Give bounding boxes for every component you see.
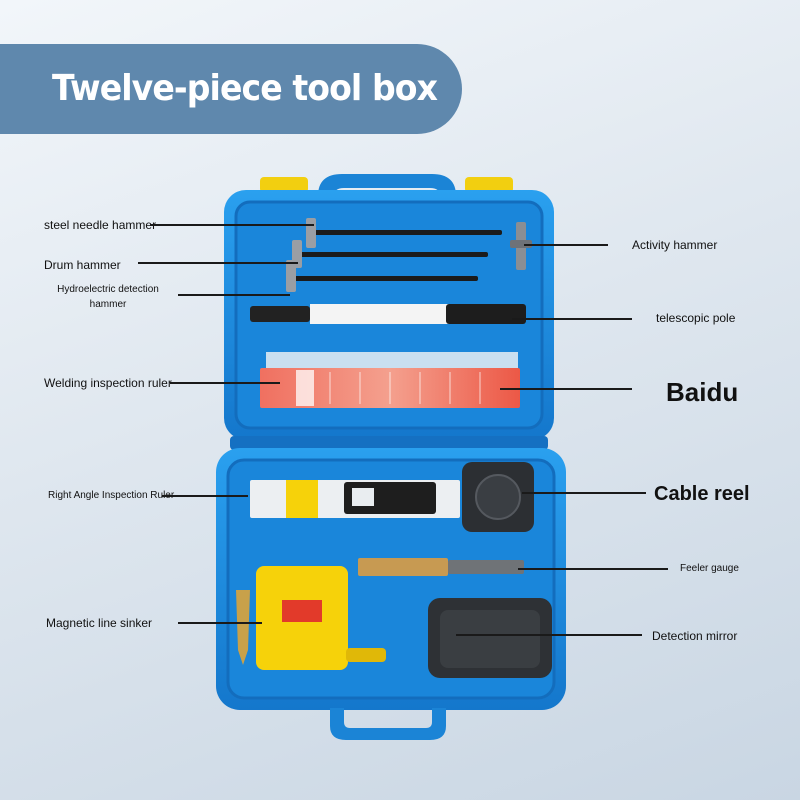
label-steel-needle-hammer: steel needle hammer bbox=[44, 218, 157, 232]
leader-line bbox=[518, 568, 668, 570]
label-welding-inspection-ruler: Welding inspection ruler bbox=[44, 376, 172, 390]
label-hydroelectric-hammer: Hydroelectric detection hammer bbox=[54, 282, 162, 312]
leader-line bbox=[522, 492, 646, 494]
label-feeler-gauge: Feeler gauge bbox=[680, 563, 739, 574]
title-banner bbox=[0, 44, 462, 134]
leader-line bbox=[456, 634, 642, 636]
label-activity-hammer: Activity hammer bbox=[632, 238, 718, 252]
feeler-gauge bbox=[358, 558, 448, 576]
label-magnetic-line-sinker: Magnetic line sinker bbox=[46, 616, 153, 630]
drum-hammer bbox=[298, 252, 488, 257]
right-latch bbox=[465, 177, 513, 193]
leader-line bbox=[138, 262, 298, 264]
label-right-angle-inspection-ruler: Right Angle Inspection Ruler bbox=[48, 490, 175, 501]
label-drum-hammer: Drum hammer bbox=[44, 258, 121, 272]
label-cable-reel: Cable reel bbox=[654, 483, 750, 505]
label-hydroelectric-line1: Hydroelectric detection bbox=[57, 284, 159, 295]
page-title: Twelve-piece tool box bbox=[52, 68, 438, 109]
bottom-handle bbox=[330, 708, 446, 740]
leader-line bbox=[512, 318, 632, 320]
leader-line bbox=[150, 224, 314, 226]
leader-line bbox=[524, 244, 608, 246]
label-telescopic-pole: telescopic pole bbox=[656, 311, 736, 325]
left-latch bbox=[260, 177, 308, 193]
label-detection-mirror: Detection mirror bbox=[652, 629, 738, 643]
leader-line bbox=[178, 622, 262, 624]
hydroelectric-hammer bbox=[292, 276, 478, 281]
leader-line bbox=[170, 382, 280, 384]
label-hydroelectric-line2: hammer bbox=[89, 299, 127, 310]
label-baidu: Baidu bbox=[666, 377, 739, 407]
leader-line bbox=[500, 388, 632, 390]
telescopic-pole bbox=[250, 306, 310, 322]
leader-line bbox=[178, 294, 290, 296]
leader-line bbox=[162, 495, 248, 497]
top-handle bbox=[318, 174, 456, 196]
steel-needle-hammer bbox=[312, 230, 502, 235]
